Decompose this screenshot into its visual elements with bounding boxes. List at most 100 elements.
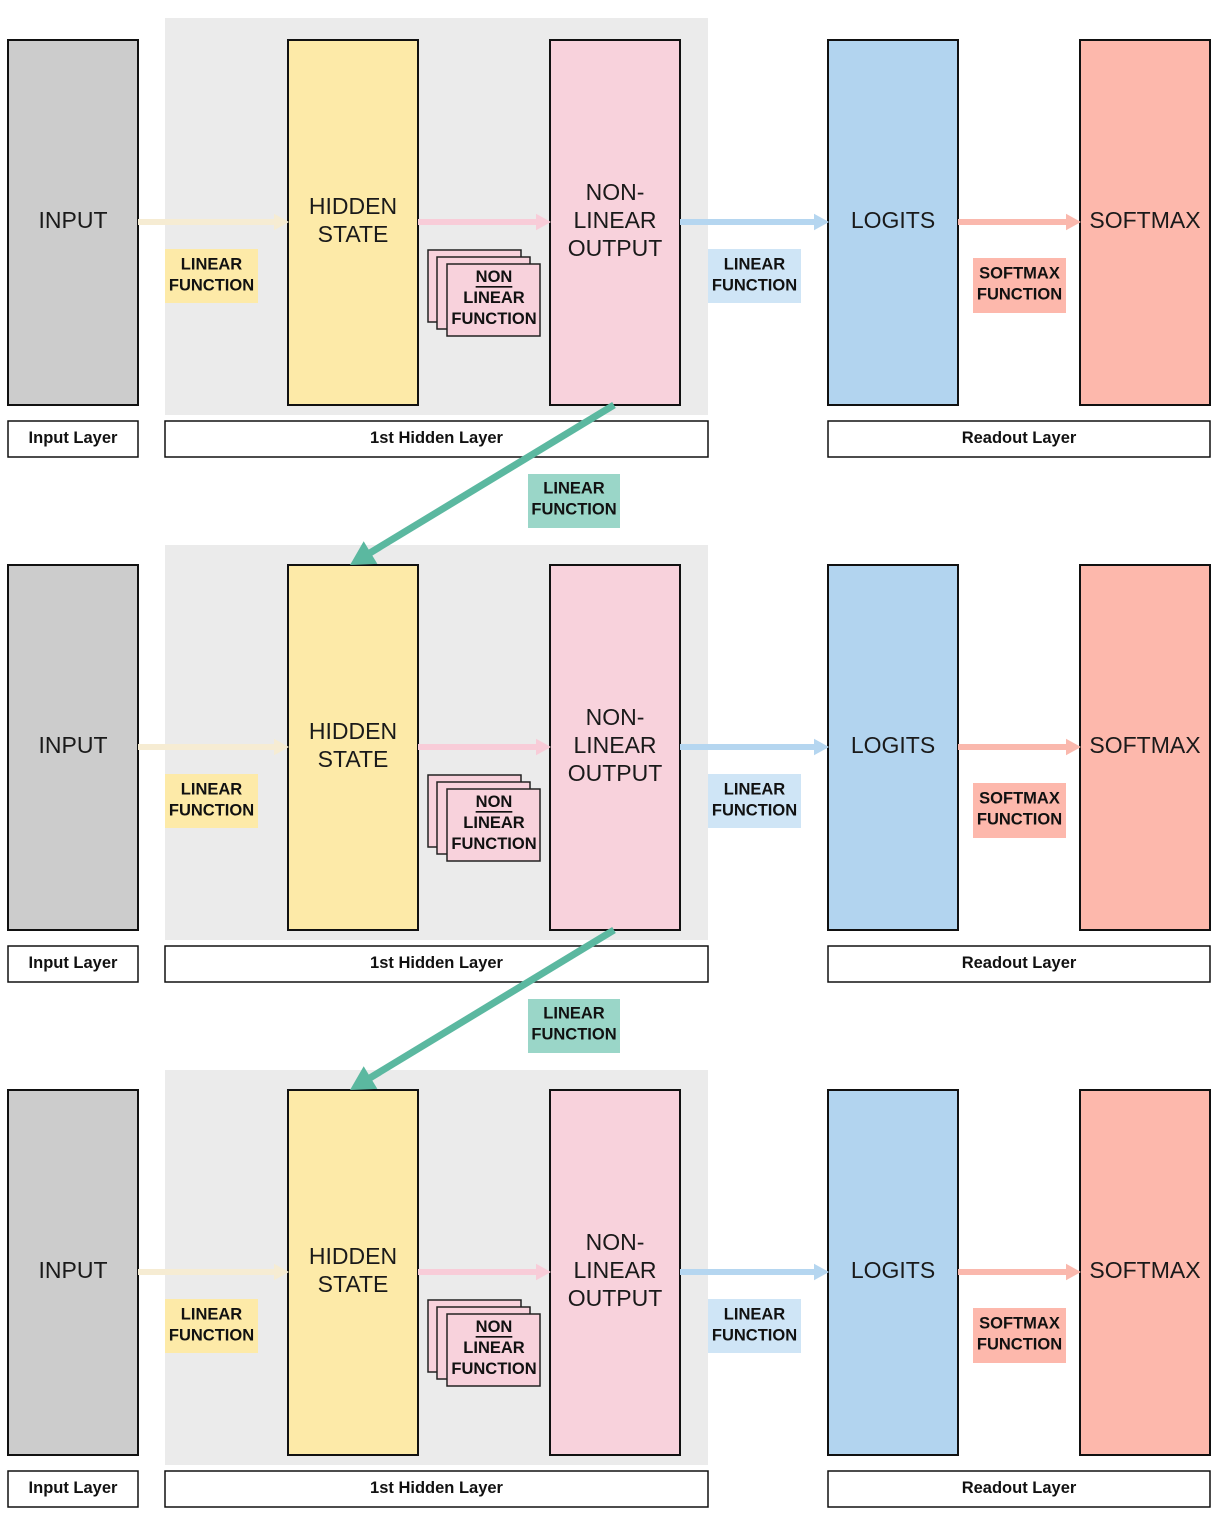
softmax-function-bg: [973, 783, 1066, 838]
input-layer-caption-box: [7, 420, 139, 458]
logits-node-box: [827, 1089, 959, 1456]
hidden-layer-caption-text-line: 1st Hidden Layer: [370, 954, 504, 972]
logits-node-box: [827, 39, 959, 406]
logits-node-label: LOGITS: [851, 207, 935, 233]
linear-function-2-text-line: LINEAR: [724, 256, 786, 274]
softmax-function-label: SOFTMAX FUNCTION: [973, 783, 1066, 838]
arrow-nonlinear-to-logits: [680, 213, 829, 231]
input-layer-caption: Input Layer: [7, 945, 139, 983]
logits-node-label-line: LOGITS: [851, 732, 935, 758]
linear-function-2-text-line: FUNCTION: [712, 277, 797, 295]
arrow-hidden-to-nonlinear-head: [536, 213, 551, 231]
hidden-state-node-label-line: STATE: [318, 746, 389, 772]
linear-function-2-text: LINEAR FUNCTION: [712, 256, 797, 295]
nonlinear-output-node-label-line: NON-: [586, 1229, 645, 1255]
linear-function-2-bg: [708, 774, 801, 828]
arrow-logits-to-softmax-head: [1066, 213, 1081, 231]
arrow-nonlinear-to-logits: [680, 1263, 829, 1281]
input-node-label-line: INPUT: [39, 1257, 108, 1283]
arrow-input-to-hidden: [138, 1263, 289, 1281]
arrow-logits-to-softmax: [958, 738, 1081, 756]
nonlinear-function-card: [446, 1313, 541, 1387]
logits-node-label-line: LOGITS: [851, 207, 935, 233]
readout-layer-caption: Readout Layer: [827, 420, 1211, 458]
softmax-function-text-line: SOFTMAX: [979, 790, 1060, 808]
recurrent-linear-function-text-line: FUNCTION: [531, 1026, 616, 1044]
arrow-logits-to-softmax: [958, 213, 1081, 231]
softmax-node-box: [1079, 1089, 1211, 1456]
softmax-function-text-line: SOFTMAX: [979, 1315, 1060, 1333]
linear-function-2-text-line: FUNCTION: [712, 1327, 797, 1345]
hidden-layer-caption: 1st Hidden Layer: [164, 945, 709, 983]
input-layer-caption-text-line: Input Layer: [29, 954, 119, 972]
hidden-state-node-box: [287, 39, 419, 406]
arrow-nonlinear-to-logits-head: [814, 1263, 829, 1281]
nonlinear-output-node-label-line: LINEAR: [573, 207, 656, 233]
linear-function-text-line: FUNCTION: [169, 277, 254, 295]
softmax-node: SOFTMAX: [1079, 564, 1211, 931]
readout-layer-caption-text-line: Readout Layer: [962, 429, 1077, 447]
arrow-hidden-to-nonlinear: [418, 738, 551, 756]
linear-function-2-bg: [708, 1299, 801, 1353]
logits-node: LOGITS: [827, 1089, 959, 1456]
arrow-input-to-hidden-head: [274, 213, 289, 231]
softmax-function-text-line: FUNCTION: [977, 286, 1062, 304]
input-layer-caption: Input Layer: [7, 420, 139, 458]
recurrent-linear-function-label: LINEAR FUNCTION: [528, 474, 620, 528]
recurrent-linear-function-text-line: FUNCTION: [531, 501, 616, 519]
softmax-node-label-line: SOFTMAX: [1089, 732, 1200, 758]
recurrent-linear-function-bg: [528, 999, 620, 1053]
input-node-label-line: INPUT: [39, 732, 108, 758]
recurrent-linear-function-text: LINEAR FUNCTION: [531, 480, 616, 519]
readout-layer-caption-text-line: Readout Layer: [962, 954, 1077, 972]
nonlinear-output-node-label-line: LINEAR: [573, 732, 656, 758]
linear-function-2-bg: [708, 249, 801, 303]
linear-function-label-2: LINEAR FUNCTION: [708, 249, 801, 303]
input-node-label: INPUT: [39, 207, 108, 233]
logits-node-label-line: LOGITS: [851, 1257, 935, 1283]
softmax-function-text-line: FUNCTION: [977, 811, 1062, 829]
input-layer-caption-text: Input Layer: [29, 954, 119, 972]
arrow-hidden-to-nonlinear: [418, 1263, 551, 1281]
recurrent-linear-function-text-line: LINEAR: [543, 480, 605, 498]
nonlinear-output-node-label-line: NON-: [586, 704, 645, 730]
recurrent-link-1: LINEAR FUNCTION: [350, 402, 620, 565]
nonlinear-function-text-line: FUNCTION: [451, 1360, 536, 1378]
softmax-node-label: SOFTMAX: [1089, 207, 1200, 233]
hidden-state-node-label-line: STATE: [318, 1271, 389, 1297]
linear-function-2-text-line: FUNCTION: [712, 802, 797, 820]
linear-function-bg: [165, 1299, 258, 1353]
input-node-label: INPUT: [39, 732, 108, 758]
input-layer-caption-box: [7, 945, 139, 983]
readout-layer-caption: Readout Layer: [827, 1470, 1211, 1508]
nonlinear-function-card: [446, 788, 541, 862]
arrow-nonlinear-to-logits-head: [814, 738, 829, 756]
softmax-node-box: [1079, 39, 1211, 406]
linear-function-text-line: LINEAR: [181, 1306, 243, 1324]
softmax-node: SOFTMAX: [1079, 1089, 1211, 1456]
input-node-box: [7, 39, 139, 406]
softmax-function-text-line: FUNCTION: [977, 1336, 1062, 1354]
input-layer-caption: Input Layer: [7, 1470, 139, 1508]
hidden-layer-caption: 1st Hidden Layer: [164, 1470, 709, 1508]
recurrent-arrow-shaft: [361, 927, 616, 1085]
